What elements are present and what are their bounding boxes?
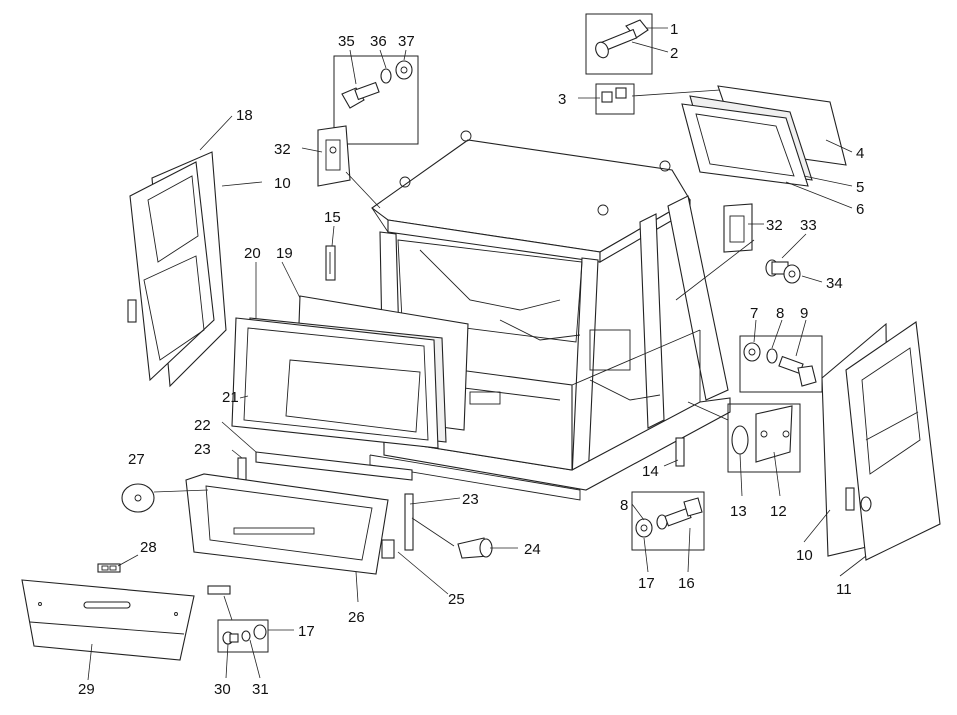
callout-1: 1 [670, 21, 678, 38]
callout-21: 21 [222, 389, 239, 406]
strip-part-15 [325, 245, 336, 281]
callout-17-lower: 17 [638, 575, 655, 592]
round-part-27 [121, 483, 155, 513]
parts-12-13 [727, 403, 801, 473]
callout-2: 2 [670, 45, 678, 62]
left-door [127, 151, 227, 388]
callout-27: 27 [128, 451, 145, 468]
callout-labels: 1 2 3 4 5 6 7 8 8 9 10 10 11 12 13 14 15… [78, 21, 864, 698]
fastener-group-7-9 [739, 335, 823, 393]
callout-12: 12 [770, 503, 787, 520]
callout-6: 6 [856, 201, 864, 218]
windshield-assembly [231, 295, 469, 449]
callout-16: 16 [678, 575, 695, 592]
callout-37: 37 [398, 33, 415, 50]
hatch-fastener-group [585, 13, 653, 115]
callout-14: 14 [642, 463, 659, 480]
lower-panel-26 [185, 473, 395, 575]
fastener-group-16-17 [631, 491, 705, 551]
callout-3: 3 [558, 91, 566, 108]
callout-26: 26 [348, 609, 365, 626]
callout-8-lower: 8 [620, 497, 628, 514]
callout-4: 4 [856, 145, 864, 162]
left-hinge-group [317, 55, 419, 187]
callout-7: 7 [750, 305, 758, 322]
callout-20: 20 [244, 245, 261, 262]
leader-lines [87, 27, 867, 681]
callout-9: 9 [800, 305, 808, 322]
callout-18: 18 [236, 107, 253, 124]
callout-34: 34 [826, 275, 843, 292]
callout-33: 33 [800, 217, 817, 234]
callout-15: 15 [324, 209, 341, 226]
callout-32-right: 32 [766, 217, 783, 234]
callout-31: 31 [252, 681, 269, 698]
callout-17-left: 17 [298, 623, 315, 640]
callout-32-left: 32 [274, 141, 291, 158]
callout-5: 5 [856, 179, 864, 196]
callout-36: 36 [370, 33, 387, 50]
panel-29 [21, 579, 195, 661]
callout-19: 19 [276, 245, 293, 262]
callout-23-left: 23 [194, 441, 211, 458]
right-hinge-group [723, 203, 801, 284]
callout-29: 29 [78, 681, 95, 698]
callout-35: 35 [338, 33, 355, 50]
fastener-group-30-31 [207, 585, 269, 653]
callout-11: 11 [836, 581, 852, 598]
callout-10-right: 10 [796, 547, 813, 564]
right-door [821, 321, 941, 561]
bracket-28 [97, 563, 121, 573]
strip-part-14 [675, 437, 685, 467]
callout-24: 24 [524, 541, 541, 558]
roof-hatch-assembly [681, 85, 847, 187]
callout-13: 13 [730, 503, 747, 520]
callout-30: 30 [214, 681, 231, 698]
knob-24 [457, 537, 493, 559]
callout-22: 22 [194, 417, 211, 434]
callout-8-upper: 8 [776, 305, 784, 322]
callout-10-left: 10 [274, 175, 291, 192]
callout-23-right: 23 [462, 491, 479, 508]
callout-25: 25 [448, 591, 465, 608]
callout-28: 28 [140, 539, 157, 556]
